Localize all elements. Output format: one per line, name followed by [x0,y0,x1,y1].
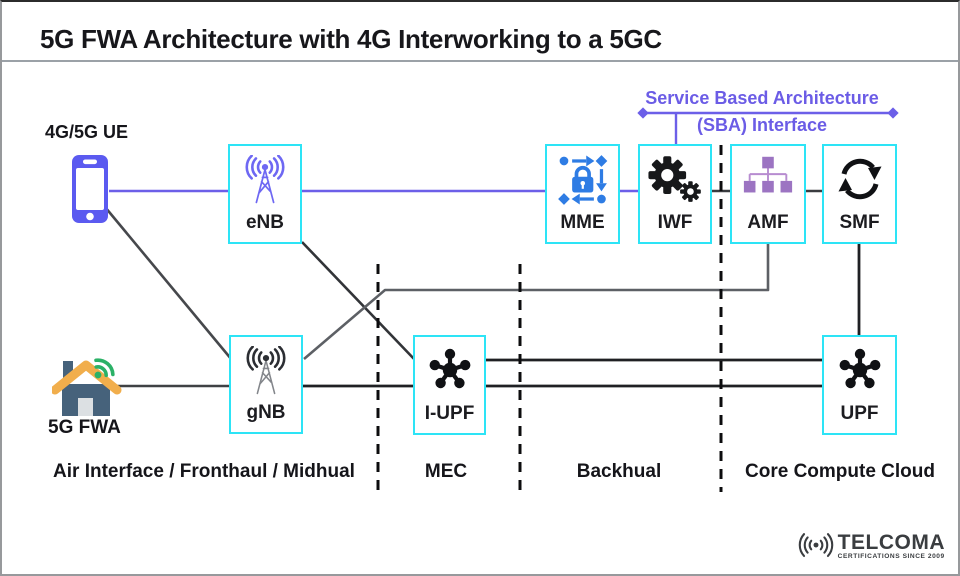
sync-arrows-icon [838,158,881,200]
node-box-gnb: gNB [229,335,303,434]
network-hub-icon [839,348,880,389]
wifi-signal-icon [94,358,115,379]
node-label-iwf: IWF [657,212,693,233]
page-title: 5G FWA Architecture with 4G Interworking… [40,24,662,54]
hierarchy-icon [743,156,793,193]
node-box-iupf: I-UPF [413,335,486,435]
smartphone-icon [72,155,108,223]
zone-label-core-compute-cloud: Core Compute Cloud [745,461,935,482]
gears-icon [648,156,701,202]
node-box-iwf: IWF [638,144,712,244]
node-label-iupf: I-UPF [424,403,475,424]
sba-span-end-left [637,107,649,119]
node-box-enb: eNB [228,144,302,244]
node-label-enb: eNB [245,212,284,233]
node-box-mme: MME [545,144,620,244]
node-label-smf: SMF [839,212,880,233]
node-label-gnb: gNB [246,402,286,423]
radio-waves-icon [798,533,833,558]
logo-tagline-text: CERTIFICATIONS SINCE 2009 [837,552,945,560]
node-label-amf: AMF [747,212,789,233]
zone-label-mec: MEC [424,461,468,482]
house-wifi-icon [52,358,122,416]
zone-label-backhaul: Backhual [576,461,662,482]
sba-span-end-right [887,107,899,119]
logo-brand-text: TELCOMA [837,530,945,554]
node-label-upf: UPF [840,403,879,424]
sba-label-line1: Service Based Architecture [645,88,879,108]
zone-label-air-interface: Air Interface / Fronthaul / Midhual [53,461,355,482]
antenna-icon [246,346,286,395]
secure-flow-icon [557,155,607,205]
node-box-smf: SMF [822,144,897,244]
fwa-label: 5G FWA [48,417,121,438]
gnb-amf-link [303,244,770,360]
title-divider [2,60,958,62]
enb-iupf-link [301,241,417,362]
network-hub-icon [429,348,470,389]
ue-label: 4G/5G UE [45,122,129,142]
telcoma-logo: TELCOMA CERTIFICATIONS SINCE 2009 [797,529,945,563]
antenna-icon [245,155,285,204]
node-label-mme: MME [560,212,605,233]
node-box-amf: AMF [730,144,806,244]
sba-label-line2: (SBA) Interface [696,115,828,135]
node-box-upf: UPF [822,335,897,435]
ue-gnb-link [103,206,234,361]
